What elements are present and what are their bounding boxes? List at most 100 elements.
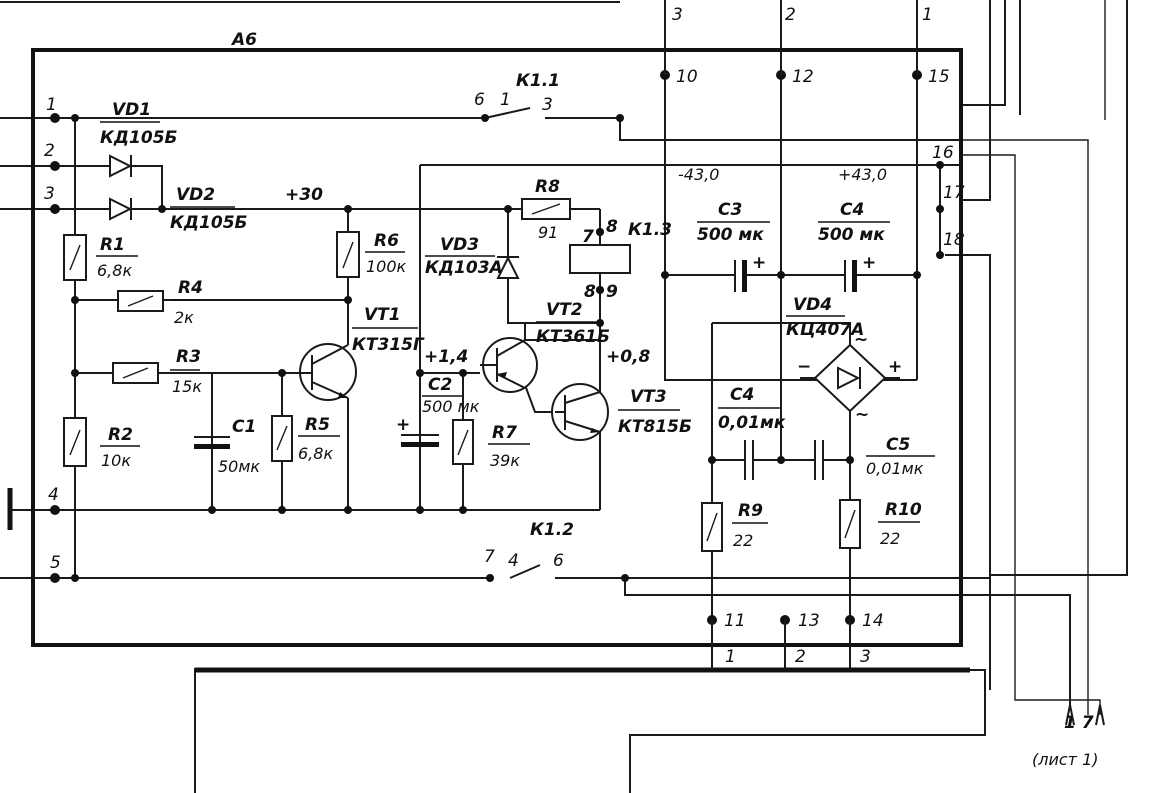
svg-text:2к: 2к	[174, 308, 194, 327]
edge-bottom-1: 1	[725, 647, 736, 667]
svg-text:500 мк: 500 мк	[697, 225, 764, 245]
pin-label-17: 17	[943, 183, 965, 203]
svg-text:4: 4	[508, 551, 519, 571]
svg-text:КЦ407А: КЦ407А	[786, 320, 864, 340]
pin-label-10: 10	[676, 67, 698, 87]
svg-text:6,8к: 6,8к	[298, 444, 333, 463]
transistor-vt2: VT2 КТ361Б	[480, 300, 610, 393]
transistor-vt3: VT3 КТ815Б	[551, 383, 692, 441]
relay-contact-k1-2: К1.2 7 4 6	[484, 520, 574, 571]
pin-2	[50, 161, 60, 171]
svg-text:+: +	[862, 253, 876, 273]
svg-text:8: 8	[606, 217, 618, 237]
svg-text:VD1: VD1	[112, 100, 151, 120]
diode-vd1: VD1 КД105Б	[100, 100, 178, 178]
resistor-r5: R5 6,8к	[271, 415, 340, 463]
pin-label-5: 5	[50, 553, 61, 573]
svg-text:91: 91	[538, 223, 558, 242]
voltage-labels: +30 -43,0 +43,0 +1,4 +0,8	[285, 165, 887, 367]
svg-text:6: 6	[553, 551, 564, 571]
svg-text:R4: R4	[178, 278, 203, 298]
pin-1	[50, 113, 60, 123]
pin-label-11: 11	[724, 611, 746, 631]
svg-text:22: 22	[733, 531, 753, 550]
svg-text:К1.2: К1.2	[530, 520, 574, 540]
svg-text:15к: 15к	[172, 377, 202, 396]
svg-text:500 мк: 500 мк	[818, 225, 885, 245]
pin-4	[50, 505, 60, 515]
diode-vd3: VD3 КД103А	[425, 235, 520, 279]
svg-text:3: 3	[542, 95, 553, 115]
svg-text:0,01мк: 0,01мк	[866, 459, 924, 478]
svg-text:VT1: VT1	[364, 305, 401, 325]
svg-text:6,8к: 6,8к	[97, 261, 132, 280]
sheet-reference: 1 7 (лист 1)	[1032, 704, 1105, 769]
pin-label-1: 1	[46, 95, 57, 115]
resistor-r7: R7 39к	[452, 419, 530, 470]
bridge-rectifier-vd4: VD4 КЦ407А ~ ~ − +	[786, 295, 902, 425]
resistor-r6: R6 100к	[336, 231, 407, 278]
svg-text:1: 1	[500, 90, 511, 110]
svg-text:R10: R10	[885, 500, 922, 520]
pin-label-2: 2	[44, 141, 55, 161]
svg-text:+1,4: +1,4	[424, 347, 468, 367]
svg-text:500 мк: 500 мк	[422, 397, 480, 416]
svg-text:100к: 100к	[366, 257, 407, 276]
transistor-vt1: VT1 КТ315Г	[299, 305, 425, 401]
svg-text:(лист 1): (лист 1)	[1032, 750, 1099, 769]
svg-text:C1: C1	[232, 417, 256, 437]
svg-text:R3: R3	[176, 347, 201, 367]
svg-text:КТ815Б: КТ815Б	[618, 417, 692, 437]
edge-top-1: 1	[922, 5, 933, 25]
svg-text:10к: 10к	[101, 451, 131, 470]
connector-pins: 1 2 3 4 5 10 12 15 16 17 18 11 13 14 3 2…	[44, 5, 965, 670]
svg-text:C4: C4	[730, 385, 754, 405]
resistor-r9: R9 22	[701, 501, 768, 552]
svg-text:КТ361Б: КТ361Б	[536, 327, 610, 347]
block-label: А6	[230, 30, 257, 50]
edge-top-3: 3	[672, 5, 683, 25]
svg-text:КТ315Г: КТ315Г	[352, 335, 425, 355]
svg-text:7: 7	[484, 547, 495, 567]
svg-text:VD4: VD4	[793, 295, 832, 315]
svg-text:VT3: VT3	[630, 387, 667, 407]
svg-text:R7: R7	[492, 423, 517, 443]
svg-text:C2: C2	[428, 375, 452, 395]
svg-text:50мк: 50мк	[218, 457, 260, 476]
pin-5	[50, 573, 60, 583]
svg-text:К1.1: К1.1	[516, 71, 560, 91]
resistor-r8: R8 91	[521, 177, 571, 242]
diode-vd2: VD2 КД105Б	[109, 185, 248, 233]
relay-contact-k1-1: К1.1 6 1 3	[474, 71, 560, 115]
pin-label-3: 3	[44, 184, 55, 204]
svg-text:R8: R8	[535, 177, 560, 197]
svg-text:R9: R9	[738, 501, 763, 521]
svg-text:К1.3: К1.3	[628, 220, 672, 240]
svg-text:+: +	[888, 357, 902, 377]
svg-text:-43,0: -43,0	[678, 165, 719, 184]
svg-text:+43,0: +43,0	[838, 165, 887, 184]
svg-text:+0,8: +0,8	[606, 347, 651, 367]
pin-label-16: 16	[932, 143, 954, 163]
svg-text:7: 7	[582, 227, 594, 247]
svg-text:+30: +30	[285, 185, 323, 205]
pin-3	[50, 204, 60, 214]
resistor-r4: R4 2к	[117, 278, 203, 327]
capacitor-c1: C1 50мк	[194, 373, 260, 510]
svg-text:1 7: 1 7	[1064, 713, 1094, 733]
svg-text:VT2: VT2	[546, 300, 583, 320]
capacitor-c4-film: C4 0,01мк	[718, 385, 786, 480]
svg-text:R2: R2	[108, 425, 133, 445]
svg-text:КД103А: КД103А	[425, 258, 503, 278]
svg-text:R6: R6	[374, 231, 399, 251]
svg-text:8: 8	[584, 282, 596, 302]
edge-bottom-2: 2	[795, 647, 806, 667]
pin-label-12: 12	[792, 67, 814, 87]
svg-text:~: ~	[854, 330, 868, 350]
capacitor-c5: C5 0,01мк	[814, 435, 935, 480]
resistor-r3: R3 15к	[112, 347, 202, 396]
resistor-r2: R2 10к	[63, 417, 140, 470]
svg-text:C3: C3	[718, 200, 742, 220]
capacitor-c4-electrolytic: + C4 500 мк	[818, 200, 890, 292]
